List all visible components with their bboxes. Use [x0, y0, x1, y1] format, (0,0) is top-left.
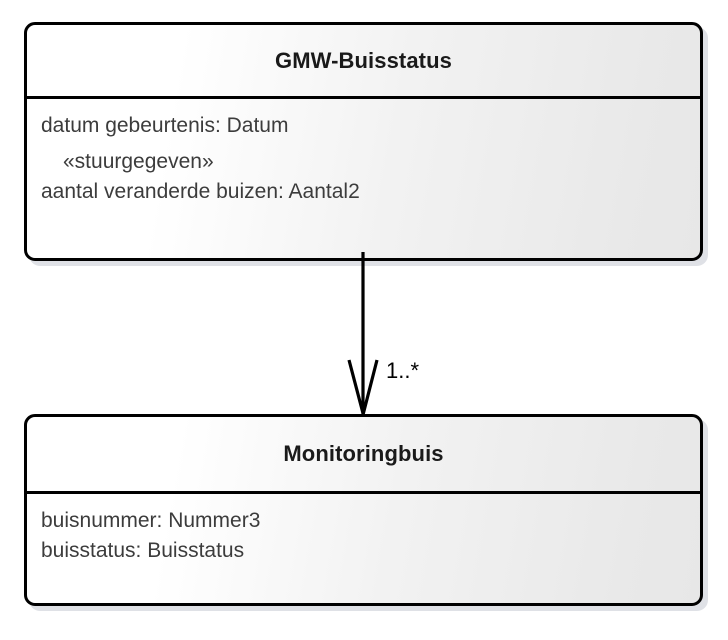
class-header-monitoringbuis: Monitoringbuis [27, 417, 700, 494]
class-attributes-gmw-buisstatus: datum gebeurtenis: Datum «stuurgegeven» … [27, 99, 700, 206]
attribute-datum-gebeurtenis: datum gebeurtenis: Datum [41, 114, 289, 137]
attribute-aantal-veranderde-buizen: aantal veranderde buizen: Aantal2 [41, 179, 360, 203]
attribute-buisnummer: buisnummer: Nummer3 [41, 509, 261, 532]
class-title-gmw-buisstatus: GMW-Buisstatus [275, 47, 452, 73]
attribute-buisstatus: buisstatus: Buisstatus [41, 538, 245, 562]
association-multiplicity-label: 1..* [386, 358, 420, 383]
class-box-monitoringbuis[interactable]: Monitoringbuis buisnummer: Nummer3 buiss… [24, 414, 703, 606]
association-arrow [347, 252, 379, 421]
class-title-monitoringbuis: Monitoringbuis [283, 441, 444, 466]
class-attributes-monitoringbuis: buisnummer: Nummer3 buisstatus: Buisstat… [27, 494, 700, 566]
class-header-gmw-buisstatus: GMW-Buisstatus [27, 25, 700, 99]
stereotype-stuurgegeven: «stuurgegeven» [63, 149, 214, 173]
class-box-gmw-buisstatus[interactable]: GMW-Buisstatus datum gebeurtenis: Datum … [24, 22, 703, 261]
